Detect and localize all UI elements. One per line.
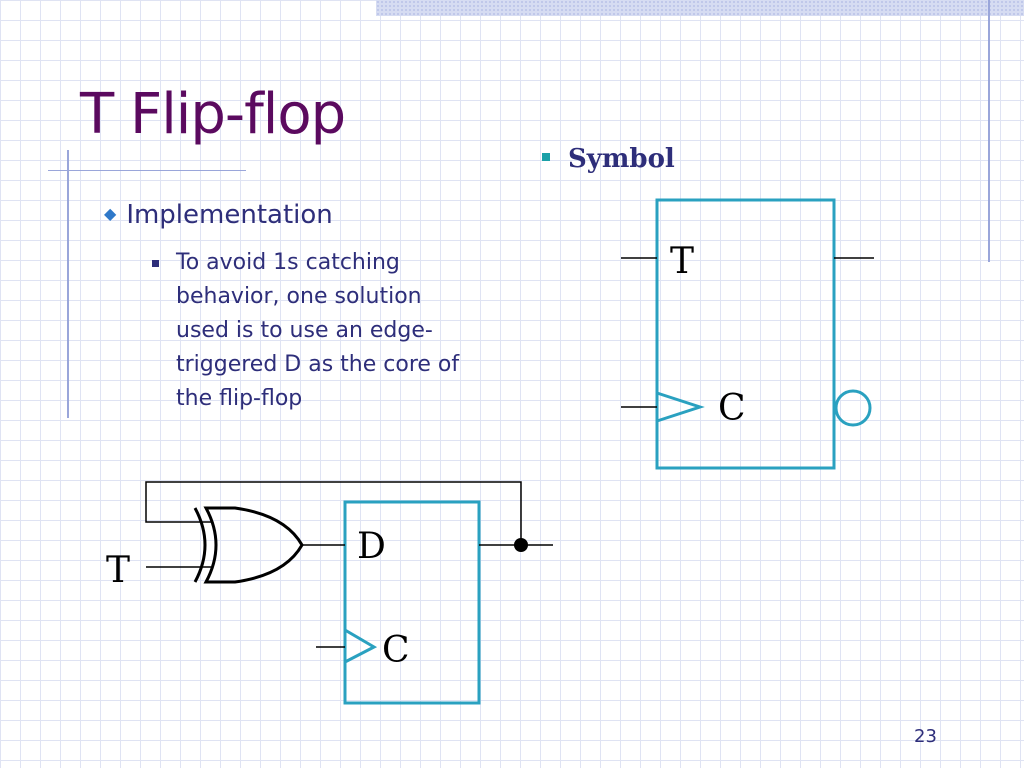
implementation-d-label: D: [357, 526, 386, 567]
square-bullet-icon: [152, 260, 159, 267]
d-flipflop-clock-triangle-icon: [344, 628, 378, 664]
feedback-wire: [145, 481, 522, 545]
symbol-block: [655, 198, 836, 470]
implementation-t-label: T: [106, 550, 130, 591]
bullet-symbol: Symbol: [542, 144, 675, 174]
d-flipflop-block: [343, 500, 481, 705]
bullet-implementation-text: Implementation: [126, 200, 333, 230]
bullet-implementation: ◆ Implementation: [104, 200, 333, 230]
sub-bullet-text: To avoid 1s catching behavior, one solut…: [176, 250, 460, 411]
diamond-bullet-icon: ◆: [104, 204, 117, 223]
xor-body: [203, 506, 304, 584]
symbol-clock-triangle-icon: [656, 391, 705, 423]
implementation-clock-label: C: [382, 630, 410, 671]
xor-extra-input-curve: [193, 507, 207, 583]
symbol-inverted-output-bubble-icon: [834, 389, 872, 427]
implementation-circuit: T D C: [106, 481, 553, 705]
top-decorative-band: [376, 0, 1024, 16]
decorative-vertical-line-right: [988, 0, 990, 262]
slide-title: T Flip-flop: [80, 82, 346, 147]
sub-bullet-explanation: To avoid 1s catching behavior, one solut…: [152, 246, 472, 416]
symbol-clock-label: C: [718, 388, 746, 429]
square-bullet-icon: [542, 153, 550, 161]
decorative-horizontal-line: [48, 170, 246, 171]
xor-gate: [193, 506, 304, 584]
symbol-t-label: T: [670, 241, 694, 282]
t-flipflop-symbol: T C: [621, 198, 874, 470]
decorative-vertical-line-left: [67, 150, 69, 418]
page-number: 23: [914, 726, 937, 747]
bullet-symbol-text: Symbol: [568, 144, 675, 174]
